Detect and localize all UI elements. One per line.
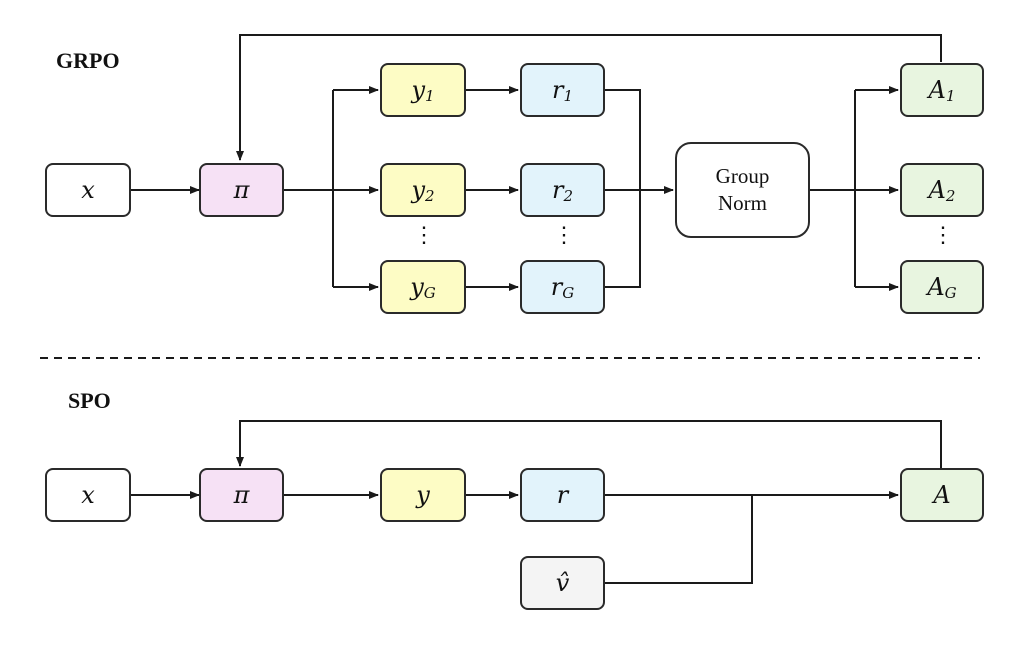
group-norm-box: Group Norm	[675, 142, 810, 238]
edge-r1-merge	[605, 89, 641, 288]
dots-responses: ⋮	[413, 223, 435, 248]
r1-sub: 1	[563, 87, 574, 105]
edge-grpo-feedback	[236, 34, 942, 161]
y2-base: y	[411, 176, 425, 204]
y1-base: y	[411, 76, 425, 104]
spo-title: SPO	[68, 388, 111, 413]
spo-input-x-label: x	[81, 481, 95, 509]
y1-sub: 1	[425, 87, 435, 105]
edge-spo-feedback	[236, 420, 942, 468]
dots-advantages: ⋮	[932, 223, 954, 248]
spo-policy-label: π	[233, 481, 250, 509]
A2-sub: 2	[945, 187, 956, 205]
dots-rewards: ⋮	[553, 223, 575, 248]
r2-sub: 2	[563, 187, 574, 205]
grpo-policy: π	[199, 163, 284, 217]
spo-value-estimate: v̂	[520, 556, 605, 610]
spo-response-y: y	[380, 468, 466, 522]
group-norm-line1: Group	[715, 164, 770, 188]
spo-value-label: v̂	[555, 569, 570, 597]
yG-sub: G	[423, 284, 436, 302]
A2-base: A	[928, 176, 946, 204]
r2-base: r	[551, 176, 564, 204]
AG-sub: G	[944, 284, 957, 302]
spo-reward-r: r	[520, 468, 605, 522]
grpo-policy-label: π	[233, 176, 250, 204]
AG-base: A	[927, 273, 945, 301]
group-norm-line2: Norm	[718, 191, 767, 215]
y2-sub: 2	[425, 187, 435, 205]
spo-policy: π	[199, 468, 284, 522]
edge-spo-value-merge	[605, 495, 753, 584]
A1-base: A	[928, 76, 946, 104]
spo-response-y-label: y	[416, 481, 430, 509]
grpo-input-x: x	[45, 163, 131, 217]
rG-sub: G	[562, 284, 575, 302]
grpo-input-x-label: x	[81, 176, 95, 204]
r1-base: r	[551, 76, 564, 104]
A1-sub: 1	[945, 87, 956, 105]
spo-input-x: x	[45, 468, 131, 522]
rG-base: r	[550, 273, 563, 301]
yG-base: y	[410, 273, 424, 301]
spo-advantage-label: A	[933, 481, 951, 509]
spo-advantage-A: A	[900, 468, 984, 522]
spo-reward-r-label: r	[556, 481, 569, 509]
grpo-title: GRPO	[56, 48, 120, 73]
